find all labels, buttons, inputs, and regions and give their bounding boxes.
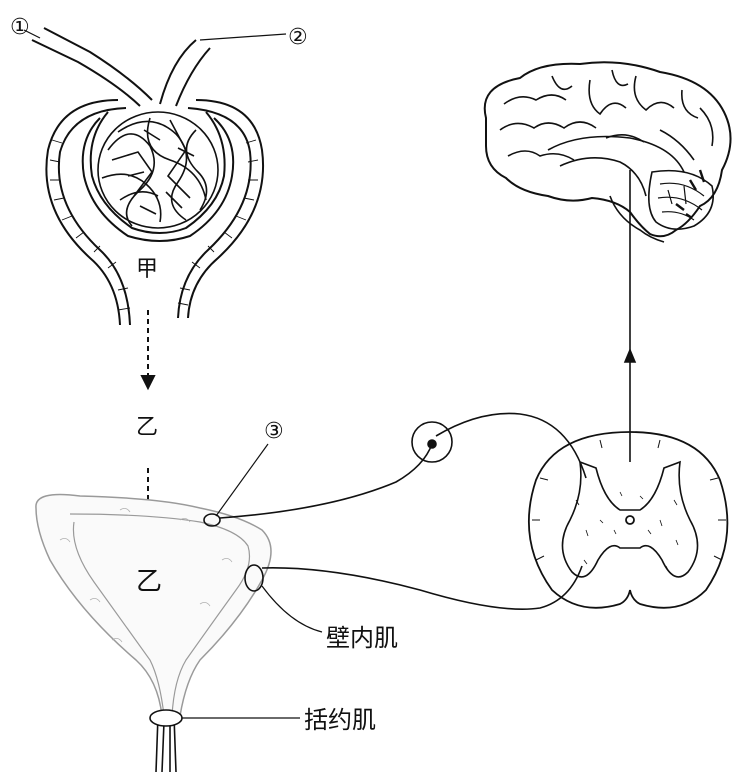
- afferent-vessel: [32, 28, 152, 106]
- sphincter-ring: [150, 710, 182, 726]
- grey-matter-speckle: [576, 492, 678, 570]
- jia-label: 甲: [136, 257, 158, 282]
- brain-outline: [485, 62, 731, 236]
- brain-gyri: [500, 70, 713, 160]
- capsule-inner: [83, 118, 233, 241]
- glomerulus: [98, 112, 218, 228]
- capsule-outer: [46, 100, 120, 325]
- brain-midbrain: [560, 158, 646, 196]
- sphincter-label: 括约肌: [304, 706, 376, 734]
- brain: [485, 62, 731, 242]
- grey-matter: [562, 462, 697, 577]
- spinal-cord-outline: [529, 432, 728, 608]
- afferent-nerve-to-cord: [436, 413, 586, 478]
- bladder-outer-wall: [36, 495, 271, 717]
- efferent-vessel: [160, 40, 210, 106]
- cerebellum-folds: [658, 183, 704, 220]
- afferent-nerve: [220, 444, 432, 518]
- nerve-pathways: [220, 170, 635, 609]
- wall-muscle-label: 壁内肌: [326, 624, 398, 652]
- capsule-inner-2: [91, 112, 225, 233]
- leader-line-wall-muscle: [262, 586, 322, 632]
- marker-2-label: ②: [288, 25, 308, 50]
- capsule-outer-inner-line: [59, 108, 130, 325]
- leader-line-3: [216, 444, 268, 516]
- central-canal: [626, 516, 634, 524]
- bladder: [36, 444, 322, 772]
- leader-line-2: [200, 34, 286, 40]
- yi-bladder-label: 乙: [136, 567, 162, 597]
- arrow-head-upper: [142, 376, 154, 388]
- spinal-cord: [529, 432, 728, 608]
- marker-3-label: ③: [264, 419, 284, 444]
- efferent-nerve: [262, 566, 582, 609]
- ascending-arrow: [625, 350, 635, 362]
- marker-1-label: ①: [10, 15, 30, 40]
- corpus-callosum: [548, 137, 684, 173]
- ganglion-cell-body: [428, 440, 436, 448]
- yi-flow-label: 乙: [136, 415, 158, 440]
